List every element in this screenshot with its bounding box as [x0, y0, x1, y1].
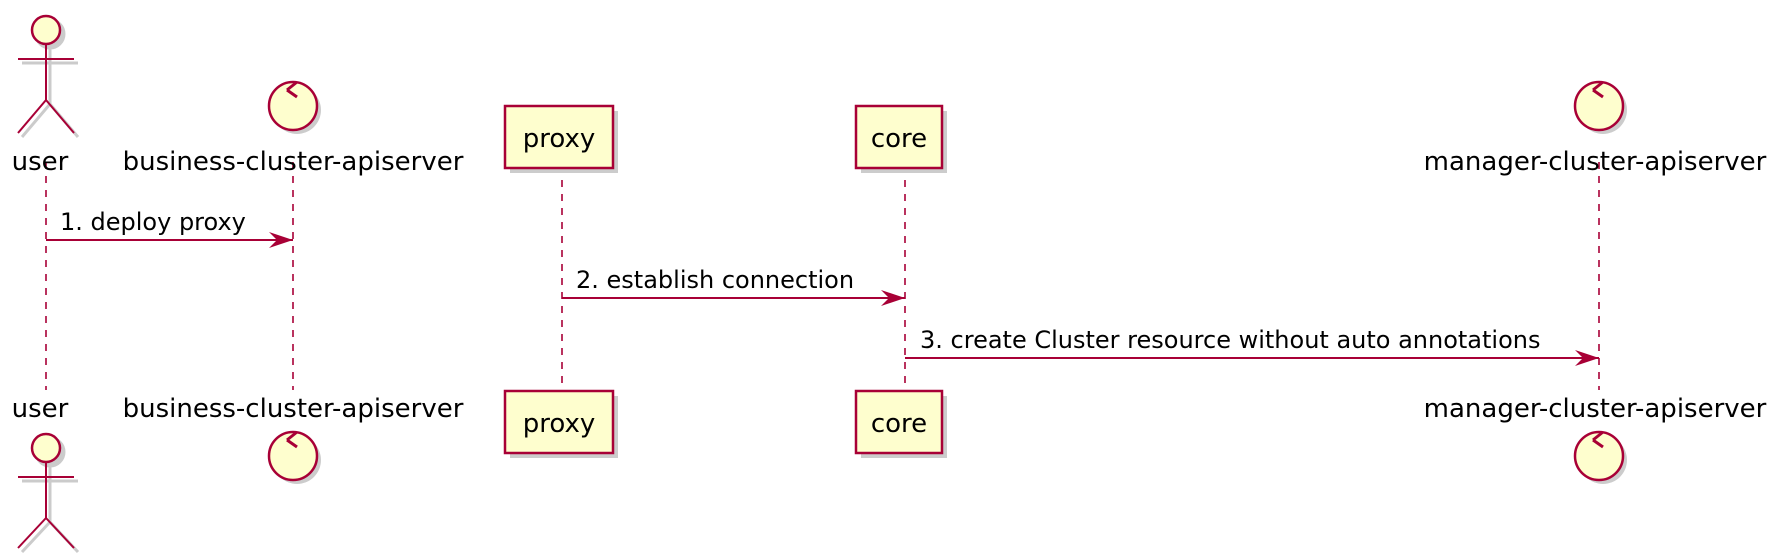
control-icon-top — [267, 80, 321, 134]
participant-label-top: core — [871, 124, 927, 154]
message-label: 2. establish connection — [576, 266, 854, 294]
participant-box-bottom — [503, 389, 615, 455]
participant-label-top: user — [12, 147, 69, 177]
message-label: 3. create Cluster resource without auto … — [920, 326, 1540, 354]
control-icon-bottom — [267, 430, 321, 484]
participant-label-bottom: core — [871, 409, 927, 439]
control-icon-bottom — [1573, 430, 1627, 484]
control-icon-top — [1573, 80, 1627, 134]
participant-label-bottom: business-cluster-apiserver — [123, 394, 464, 424]
participant-core: core core — [854, 104, 947, 458]
participant-label-bottom: user — [12, 394, 69, 424]
lifelines — [45, 162, 1600, 390]
participant-business-cluster-apiserver: business-cluster-apiserver business-clus… — [123, 80, 464, 484]
participant-manager-cluster-apiserver: manager-cluster-apiserver manager-cluste… — [1424, 80, 1767, 484]
message-1: 1. deploy proxy — [46, 208, 293, 248]
participant-box-bottom — [854, 389, 944, 455]
participant-label-top: manager-cluster-apiserver — [1424, 147, 1767, 177]
participant-user: user user — [12, 14, 80, 554]
message-label: 1. deploy proxy — [60, 208, 246, 236]
actor-icon-top — [17, 14, 80, 138]
participant-label-bottom: proxy — [523, 409, 596, 439]
actor-icon-bottom — [17, 432, 80, 554]
participant-label-bottom: manager-cluster-apiserver — [1424, 394, 1767, 424]
participant-label-top: business-cluster-apiserver — [123, 147, 464, 177]
participant-label-top: proxy — [523, 124, 596, 154]
participant-box-top — [503, 104, 615, 170]
message-3: 3. create Cluster resource without auto … — [905, 326, 1599, 366]
participant-box-top — [854, 104, 944, 170]
message-2: 2. establish connection — [562, 266, 905, 306]
participant-proxy: proxy proxy — [503, 104, 618, 458]
